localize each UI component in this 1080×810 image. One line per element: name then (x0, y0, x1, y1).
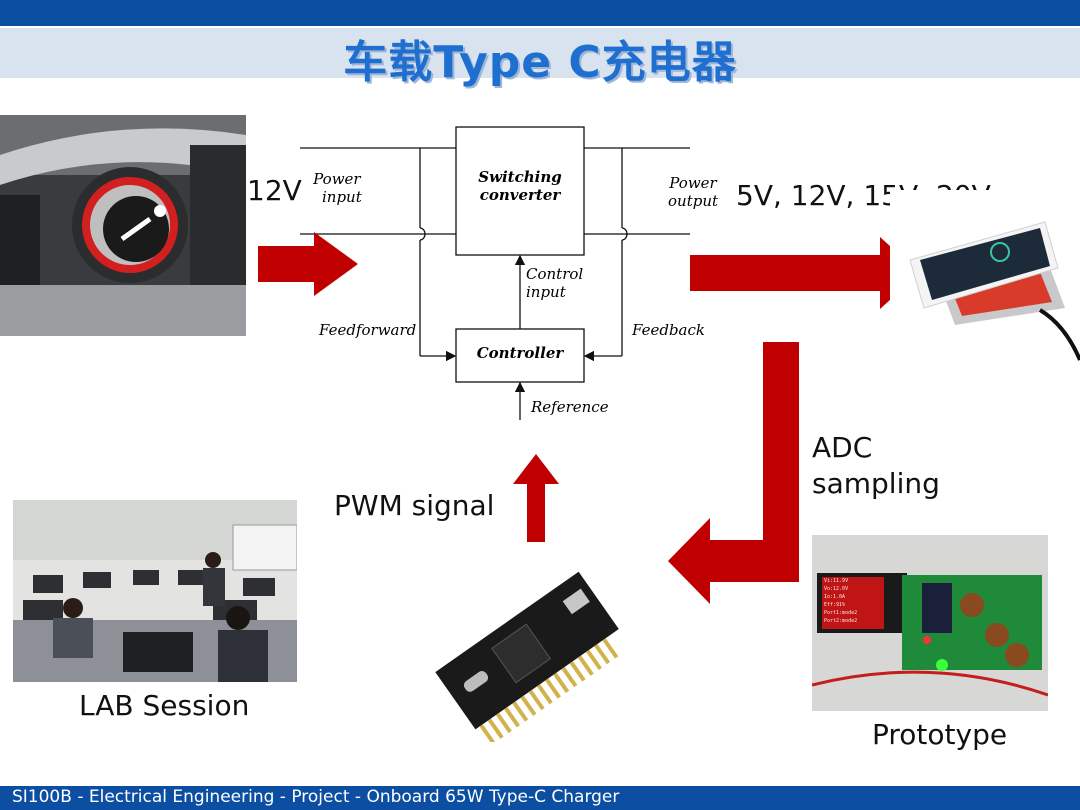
prototype-photo: Vi:11.9V Vo:12.0V Io:1.0A Eff:91% Port1:… (812, 535, 1048, 711)
prototype-label: Prototype (872, 718, 1008, 751)
readout-line: Io:1.0A (824, 594, 846, 600)
pwm-arrow (513, 454, 559, 542)
feedback-label: Feedback (632, 321, 705, 339)
prototype-screen-readout: Vi:11.9V Vo:12.0V Io:1.0A Eff:91% Port1:… (824, 577, 884, 625)
adc-return-arrow (668, 342, 799, 604)
title-band (0, 28, 1080, 78)
readout-line: Port1:mode2 (824, 610, 858, 616)
header-bar (0, 0, 1080, 26)
control-input-line2: input (526, 283, 566, 301)
readout-line: Port2:mode2 (824, 618, 858, 624)
adc-label-line2: sampling (812, 467, 940, 500)
power-input-label: Power input (312, 170, 362, 206)
power-input-line1: Power (313, 170, 361, 188)
footer-text: SI100B - Electrical Engineering - Projec… (12, 787, 620, 807)
power-output-line2: output (668, 192, 719, 210)
power-output-line1: Power (669, 174, 717, 192)
readout-line: Vi:11.9V (824, 578, 849, 584)
input-arrow (258, 232, 358, 296)
switching-converter-label: Switching converter (456, 168, 584, 204)
adc-sampling-label: ADC sampling (812, 430, 940, 502)
phone-charging-photo (890, 190, 1080, 370)
controller-label: Controller (476, 344, 564, 362)
control-input-line1: Control (526, 265, 584, 283)
microcontroller-board (435, 571, 619, 742)
reference-label: Reference (531, 398, 609, 416)
lab-session-label: LAB Session (79, 689, 250, 722)
lab-session-photo (13, 500, 297, 682)
car-socket-photo (0, 115, 246, 336)
readout-line: Vo:12.0V (824, 586, 849, 592)
footer-bar (0, 786, 1080, 810)
slide-title: 车载Type C充电器 (343, 37, 737, 88)
input-voltage-label: 12V (247, 174, 302, 207)
switching-label-line2: converter (479, 186, 561, 204)
pwm-signal-label: PWM signal (334, 489, 495, 522)
power-output-label: Power output (668, 174, 718, 210)
readout-line: Eff:91% (824, 602, 846, 608)
power-input-line2: input (322, 188, 362, 206)
switching-label-line1: Switching (478, 168, 562, 186)
converter-block-diagram (300, 126, 690, 420)
output-arrow (690, 237, 920, 309)
feedforward-label: Feedforward (319, 321, 417, 339)
control-input-label: Control input (526, 265, 583, 301)
adc-label-line1: ADC (812, 431, 873, 464)
